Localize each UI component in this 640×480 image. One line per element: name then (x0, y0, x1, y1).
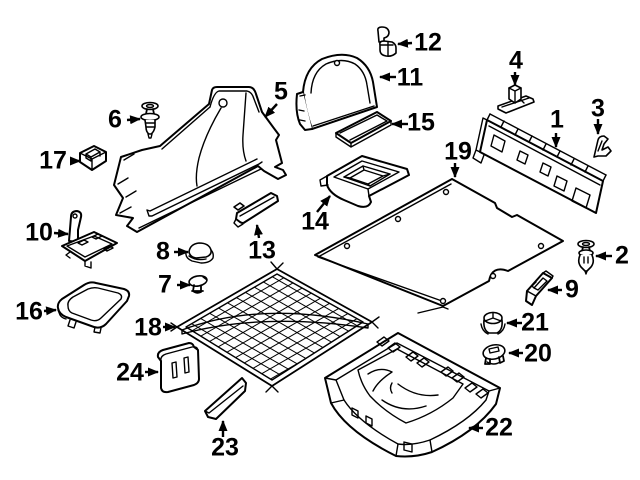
part-2-expansion-rivet (577, 239, 595, 275)
part-21-round-grommet (480, 311, 506, 335)
callout-6: 6 (108, 105, 122, 134)
callout-5: 5 (274, 77, 288, 106)
callout-14: 14 (301, 207, 329, 236)
callout-16: 16 (15, 297, 43, 326)
part-24-slotted-block (156, 342, 200, 394)
part-23-wedge-trim (204, 377, 247, 420)
callout-15: 15 (407, 108, 435, 137)
callout-11: 11 (396, 63, 424, 92)
arrow-14 (316, 195, 331, 213)
part-3-corner-clip (593, 135, 612, 158)
callout-7: 7 (158, 270, 172, 299)
callout-23: 23 (211, 433, 239, 462)
part-17-grommet (79, 145, 107, 171)
part-19-floor-panel (314, 178, 564, 314)
part-20-slotted-cap (482, 343, 506, 365)
callout-1: 1 (550, 105, 564, 134)
callout-3: 3 (591, 94, 605, 123)
callout-19: 19 (444, 137, 472, 166)
callout-21: 21 (521, 308, 549, 337)
arrow-16 (43, 306, 57, 316)
callout-12: 12 (414, 28, 442, 57)
arrow-10 (53, 228, 69, 238)
callout-10: 10 (25, 218, 53, 247)
part-5-side-trim-panel (113, 86, 287, 233)
part-8-dome-cap (185, 242, 214, 264)
part-6-push-rivet (140, 101, 160, 139)
part-9-angled-bracket (525, 270, 554, 306)
part-1-sill-cover-plate (472, 113, 607, 214)
callout-9: 9 (565, 275, 579, 304)
part-4-bracket (497, 84, 535, 114)
callout-22: 22 (485, 413, 513, 442)
part-12-hook-clip (377, 26, 397, 57)
part-16-bezel-frame (56, 281, 131, 334)
part-14-tray-insert (319, 155, 410, 208)
part-10-mounting-bracket (61, 210, 118, 269)
callout-2: 2 (615, 241, 629, 270)
callout-18: 18 (134, 313, 162, 342)
callout-arrows (43, 38, 612, 437)
arrow-13 (254, 224, 263, 239)
part-13-rail-strip (233, 192, 279, 228)
callout-4: 4 (509, 46, 523, 75)
callout-24: 24 (116, 358, 144, 387)
part-11-wheel-arch-cover (295, 53, 378, 131)
callout-13: 13 (248, 236, 276, 265)
callout-17: 17 (39, 146, 67, 175)
arrow-12 (397, 38, 413, 48)
part-7-plug (188, 275, 208, 294)
callout-8: 8 (156, 237, 170, 266)
arrow-5 (264, 103, 278, 118)
arrow-6 (126, 115, 141, 125)
part-22-storage-tray (324, 332, 501, 458)
callout-20: 20 (524, 339, 552, 368)
